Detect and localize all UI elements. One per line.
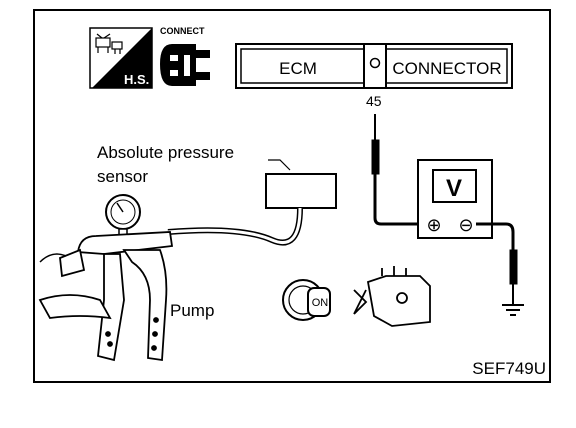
hs-badge-icon: H.S. — [89, 27, 153, 89]
ecm-connector: ECM CONNECTOR — [235, 43, 513, 89]
ground-icon — [502, 304, 524, 316]
connector-pin-icon — [369, 57, 381, 69]
figure-code: SEF749U — [472, 359, 546, 378]
positive-probe — [371, 114, 428, 226]
pressure-gauge-icon — [105, 194, 141, 240]
engine-icon — [353, 266, 431, 327]
voltmeter: V ⊕ ⊖ — [417, 159, 493, 239]
diagram-border — [33, 9, 551, 383]
sensor-label-line1: Absolute pressure — [97, 143, 234, 162]
connect-label: CONNECT — [160, 26, 205, 36]
ignition-key-text: ON — [312, 297, 329, 309]
voltmeter-plus-terminal: ⊕ — [426, 215, 441, 235]
hand-pump-icon — [38, 231, 174, 362]
connector-label: CONNECTOR — [392, 59, 501, 78]
voltmeter-minus-terminal: ⊖ — [458, 215, 473, 235]
hs-badge-text: H.S. — [124, 72, 149, 87]
vacuum-hose-inner — [167, 207, 302, 244]
connect-icon: CONNECT — [160, 26, 210, 86]
sensor-leader-line — [268, 159, 291, 171]
sensor-label-line2: sensor — [97, 167, 148, 186]
absolute-pressure-sensor — [265, 173, 337, 209]
hand-outline — [39, 253, 67, 263]
ignition-key-icon: ON — [282, 279, 331, 321]
ecm-label: ECM — [279, 59, 317, 78]
terminal-number: 45 — [366, 93, 382, 109]
voltmeter-symbol: V — [446, 175, 462, 202]
vacuum-hose-outer — [167, 207, 303, 246]
negative-probe — [476, 222, 518, 304]
pump-label: Pump — [170, 301, 214, 320]
